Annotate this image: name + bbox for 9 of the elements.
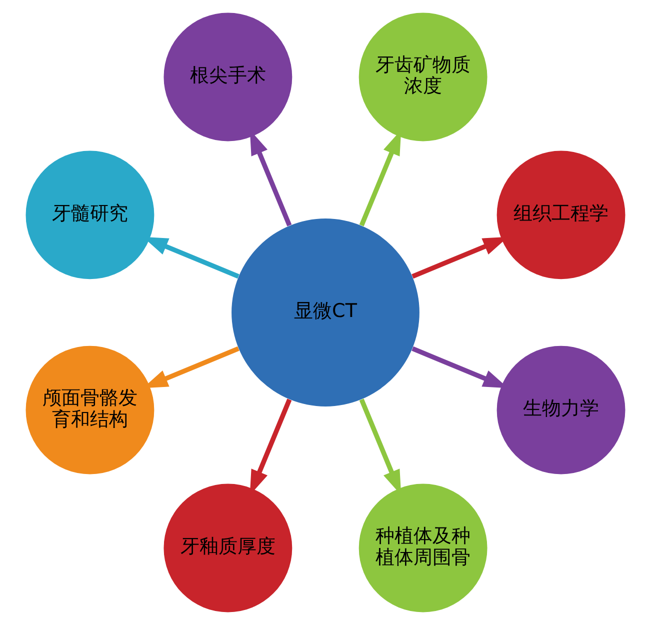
- node-circle: 组织工程学: [496, 150, 625, 280]
- node-circle: 种植体及种植体周围骨: [358, 484, 487, 612]
- node-circle: 显微CT: [231, 218, 419, 406]
- node-circle: 根尖手术: [163, 12, 292, 142]
- node-circle: 牙齿矿物质浓度: [358, 12, 487, 142]
- node-circle: 生物力学: [496, 346, 625, 474]
- node-circle: 牙髓研究: [25, 150, 154, 280]
- node-circle: 牙釉质厚度: [163, 484, 292, 612]
- node-circle: 颅面骨骼发育和结构: [25, 346, 154, 474]
